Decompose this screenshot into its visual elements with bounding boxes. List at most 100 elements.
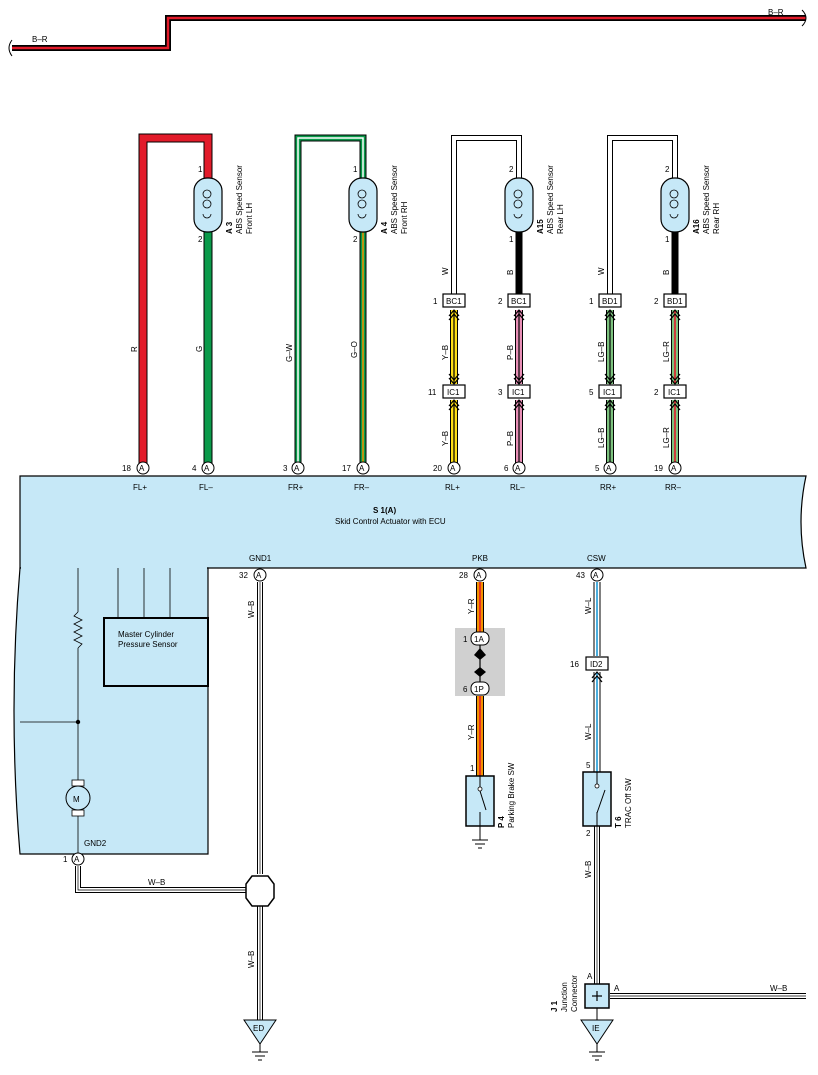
sensor-a3-name: ABS Speed Sensor [235, 165, 244, 234]
ecu-pin-label: GND2 [84, 839, 107, 848]
ecu-pin-num: 32 [239, 571, 248, 580]
power-line-b-r: B–R B–R [8, 8, 807, 57]
connector-1a-1p-link [474, 645, 486, 682]
connector-id2-label: ID2 [590, 660, 603, 669]
sensor-a3-code: A 3 [225, 221, 234, 234]
parking-switch-pin: 1 [470, 764, 475, 773]
connector-chevrons [448, 309, 681, 411]
wire-label-rr-minus-lower: LG–R [662, 427, 671, 448]
ecu-pin-fr-plus: A 3 FR+ [283, 461, 305, 492]
wire-label-rl-plus-lower: Y–B [441, 431, 450, 446]
ecu-pin-label: RR– [665, 483, 682, 492]
connector-id2-pin: 16 [570, 660, 579, 669]
connector-bd1-2: BD1 2 [654, 293, 687, 308]
ecu-pin-label: PKB [472, 554, 488, 563]
connector-bc1-2-pin: 2 [498, 297, 503, 306]
wire-label-csw-upper: W–L [584, 597, 593, 614]
ecu-pin-num: 19 [654, 464, 663, 473]
wire-label-rr-sensor-minus: B [662, 270, 671, 275]
wire-label-fr-plus: G–W [285, 343, 294, 362]
sensor-a15-code: A15 [536, 219, 545, 234]
wire-label-fl-plus: R [130, 346, 139, 352]
ecu-pin-fr-minus: A 17 FR– [342, 461, 370, 492]
ecu-pin-label: FL– [199, 483, 213, 492]
wire-fr: G–W G–O [285, 134, 367, 466]
sensor-a16: 2 1 A16 ABS Speed Sensor Rear RH [660, 165, 721, 244]
ecu-pin-num: 28 [459, 571, 468, 580]
junction-connector-j1: A A W–B J 1 Junction Connector [550, 972, 806, 1020]
ecu-code: S 1(A) [373, 506, 396, 515]
wire-label-rr-sensor-plus: W [597, 267, 606, 275]
wire-rl-harness: Y–B Y–B P–B P–B [441, 310, 523, 466]
wire-label-rl-plus-upper: Y–B [441, 345, 450, 360]
ecu-pin-csw: A 43 CSW [576, 554, 606, 582]
ecu-internal-junction-dot [75, 719, 81, 725]
sensor-a16-name: ABS Speed Sensor [702, 165, 711, 234]
wire-label-rl-minus-upper: P–B [506, 345, 515, 360]
motor: M [65, 779, 91, 817]
ecu-name: Skid Control Actuator with ECU [335, 517, 446, 526]
sensor-a15: 2 1 A15 ABS Speed Sensor Rear LH [504, 165, 565, 244]
sensor-a15-pos: Rear LH [556, 204, 565, 234]
wire-label-gnd-down: W–B [247, 951, 256, 968]
connector-ic1-5-label: IC1 [603, 388, 616, 397]
wire-label-fr-minus: G–O [350, 341, 359, 358]
wire-pkb: Y–R Y–R [467, 582, 484, 776]
sensor-a16-pin-top: 2 [665, 165, 670, 174]
ecu-pin-label: FL+ [133, 483, 147, 492]
wire-label-csw-lower: W–L [584, 723, 593, 740]
ecu-pin-conn: A [515, 464, 521, 473]
wire-label-rl-minus-lower: P–B [506, 431, 515, 446]
ground-ie: IE [580, 1019, 614, 1061]
wire-label-csw-ground: W–B [584, 861, 593, 878]
connector-ic1-11-pin: 11 [428, 388, 437, 397]
ecu-pin-num: 18 [122, 464, 131, 473]
trac-switch-pin-top: 5 [586, 761, 591, 770]
connector-bc1-1: BC1 1 [433, 293, 466, 308]
ecu-pin-num: 3 [283, 464, 288, 473]
junction-name-1: Junction [560, 982, 569, 1012]
sensor-a3-pos: Front LH [245, 203, 254, 234]
ecu-pin-rr-plus: A 5 RR+ [595, 461, 617, 492]
wire-rl-sensor: W B [441, 135, 523, 294]
ecu-pin-rr-minus: A 19 RR– [654, 461, 682, 492]
wire-label-rr-minus-upper: LG–R [662, 341, 671, 362]
ecu-pin-fl-plus: A 18 FL+ [122, 461, 150, 492]
junction-out-wire-label: W–B [770, 984, 787, 993]
ecu-pin-num: 17 [342, 464, 351, 473]
wire-fl: R G [130, 133, 213, 466]
ground-ie-label: IE [592, 1024, 600, 1033]
sensor-a4-code: A 4 [380, 221, 389, 234]
connector-bd1-2-label: BD1 [667, 297, 683, 306]
power-wire-label-right: B–R [768, 8, 784, 17]
sensor-a4-pos: Front RH [400, 201, 409, 234]
connector-ic1-2: IC1 2 [654, 384, 687, 399]
sensor-a16-pin-bottom: 1 [665, 235, 670, 244]
ecu-pin-conn: A [204, 464, 210, 473]
wire-label-fl-minus: G [195, 346, 204, 352]
power-wire-label-left: B–R [32, 35, 48, 44]
wire-rr-harness: LG–B LG–B LG–R LG–R [597, 310, 679, 466]
connector-1a-pin: 1 [463, 635, 468, 644]
connector-1a: 1A 1 [463, 631, 490, 646]
connector-ic1-11-label: IC1 [447, 388, 460, 397]
ecu-pin-label: RL– [510, 483, 525, 492]
wire-label-rl-sensor-plus: W [441, 267, 450, 275]
trac-switch-pin-bottom: 2 [586, 829, 591, 838]
pressure-sensor-label: Master Cylinder Pressure Sensor [118, 630, 178, 649]
sensor-a15-name: ABS Speed Sensor [546, 165, 555, 234]
parking-brake-switch: 1 P 4 Parking Brake SW [465, 762, 516, 828]
ecu-pin-fl-minus: A 4 FL– [192, 461, 215, 492]
parking-switch-ground [472, 826, 488, 849]
sensor-a16-code: A16 [692, 219, 701, 234]
connector-ic1-3: IC1 3 [498, 384, 531, 399]
connector-bd1-2-pin: 2 [654, 297, 659, 306]
ecu-pin-conn: A [74, 855, 80, 864]
connector-1p-label: 1P [474, 685, 484, 694]
connector-ic1-11: IC1 11 [428, 384, 466, 399]
pressure-sensor: Master Cylinder Pressure Sensor [103, 617, 209, 687]
ecu-pin-num: 6 [504, 464, 509, 473]
sensor-a4-pin-bottom: 2 [353, 235, 358, 244]
connector-bd1-1-label: BD1 [602, 297, 618, 306]
